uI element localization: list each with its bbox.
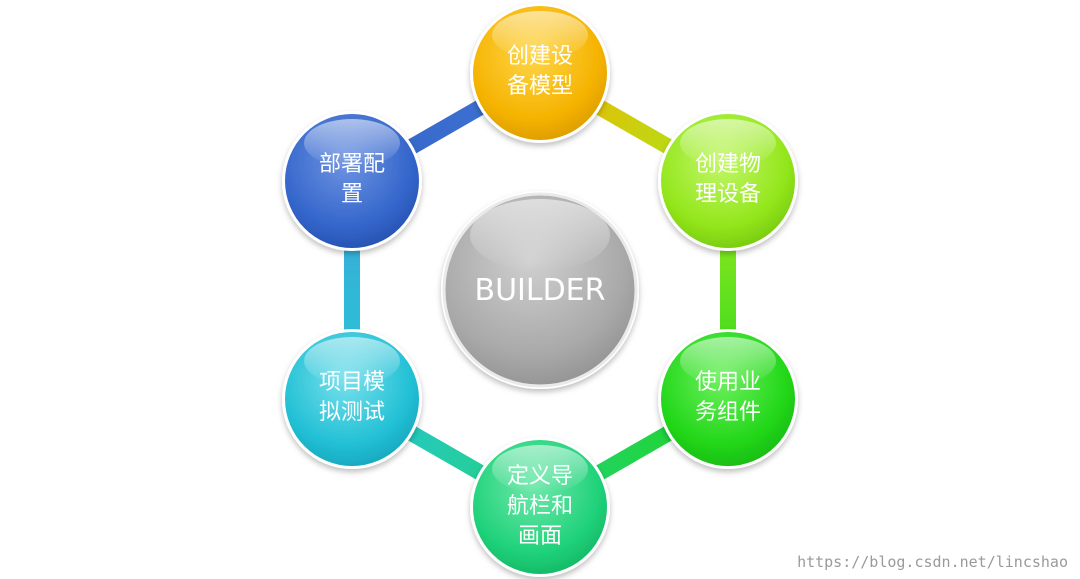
node-bottom: 定义导 航栏和 画面 bbox=[470, 437, 610, 577]
center-label: BUILDER bbox=[474, 273, 605, 308]
center-node: BUILDER bbox=[441, 191, 639, 389]
node-top-line-1: 创建设 bbox=[507, 44, 573, 69]
node-upper-right-line-1: 创建物 bbox=[695, 152, 761, 177]
node-upper-left-line-1: 部署配 bbox=[319, 152, 385, 177]
node-lower-left-line-2: 拟测试 bbox=[319, 400, 385, 425]
watermark-url: https://blog.csdn.net/lincshao bbox=[797, 553, 1068, 571]
node-lower-right: 使用业 务组件 bbox=[658, 329, 798, 469]
node-bottom-line-3: 画面 bbox=[518, 524, 562, 549]
node-bottom-line-1: 定义导 bbox=[507, 464, 573, 489]
node-bottom-line-2: 航栏和 bbox=[507, 494, 573, 519]
node-lower-left: 项目模 拟测试 bbox=[282, 329, 422, 469]
node-upper-left-line-2: 置 bbox=[341, 182, 363, 207]
node-upper-right: 创建物 理设备 bbox=[658, 111, 798, 251]
node-upper-left: 部署配 置 bbox=[282, 111, 422, 251]
node-upper-right-line-2: 理设备 bbox=[695, 182, 761, 207]
node-lower-right-line-1: 使用业 bbox=[695, 370, 761, 395]
node-top: 创建设 备模型 bbox=[470, 3, 610, 143]
node-lower-right-line-2: 务组件 bbox=[695, 400, 761, 425]
node-lower-left-line-1: 项目模 bbox=[319, 370, 385, 395]
node-top-line-2: 备模型 bbox=[507, 74, 573, 99]
